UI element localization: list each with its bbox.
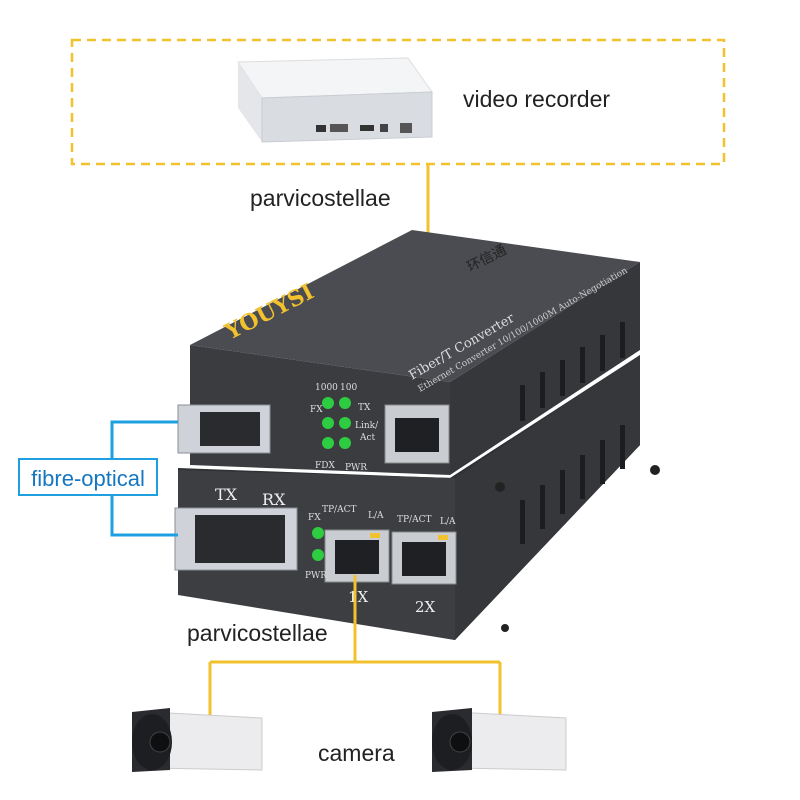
- bottom-led-fx: [312, 527, 324, 539]
- top-label-1000: 1000: [315, 383, 338, 393]
- bottom-label-port2-la: L/A: [440, 517, 456, 527]
- bottom-label-port2-tp: TP/ACT: [397, 515, 431, 525]
- label-cable-top: parvicostellae: [250, 185, 391, 211]
- label-video-recorder: video recorder: [463, 86, 611, 112]
- top-label-link: Link/: [355, 421, 379, 431]
- label-camera: camera: [318, 740, 395, 766]
- label-cable-bottom: parvicostellae: [187, 620, 328, 646]
- top-label-fdx: FDX: [315, 461, 335, 471]
- top-converter: YOUYSI 环信通 Fiber/T Converter Ethernet Co…: [177, 230, 640, 475]
- camera-left: [132, 708, 263, 772]
- bottom-label-port1-la: L/A: [368, 511, 384, 521]
- recorder-dashed-box: [70, 38, 726, 166]
- bottom-converter: TX RX FX PWR TP/ACT L/A TP/ACT L/A 1X 2X: [174, 355, 640, 640]
- top-label-fx: FX: [310, 405, 323, 415]
- bottom-label-pwr: PWR: [305, 571, 327, 581]
- bottom-label-port1-tp: TP/ACT: [322, 505, 356, 515]
- camera-right: [432, 708, 567, 772]
- bottom-label-port1-num: 1X: [348, 588, 369, 606]
- top-label-100: 100: [340, 383, 357, 393]
- top-label-tx: TX: [358, 403, 371, 413]
- top-label-act: Act: [359, 433, 376, 443]
- bottom-label-port2-num: 2X: [415, 598, 436, 616]
- bottom-label-tx: TX: [215, 485, 238, 504]
- video-recorder-device: [237, 57, 433, 143]
- label-fibre-optical: fibre-optical: [18, 458, 158, 496]
- top-label-pwr: PWR: [345, 463, 367, 473]
- top-led-cluster: [322, 397, 351, 449]
- bottom-label-rx: RX: [262, 490, 286, 509]
- bottom-label-fx: FX: [308, 513, 321, 523]
- bottom-led-pwr: [312, 549, 324, 561]
